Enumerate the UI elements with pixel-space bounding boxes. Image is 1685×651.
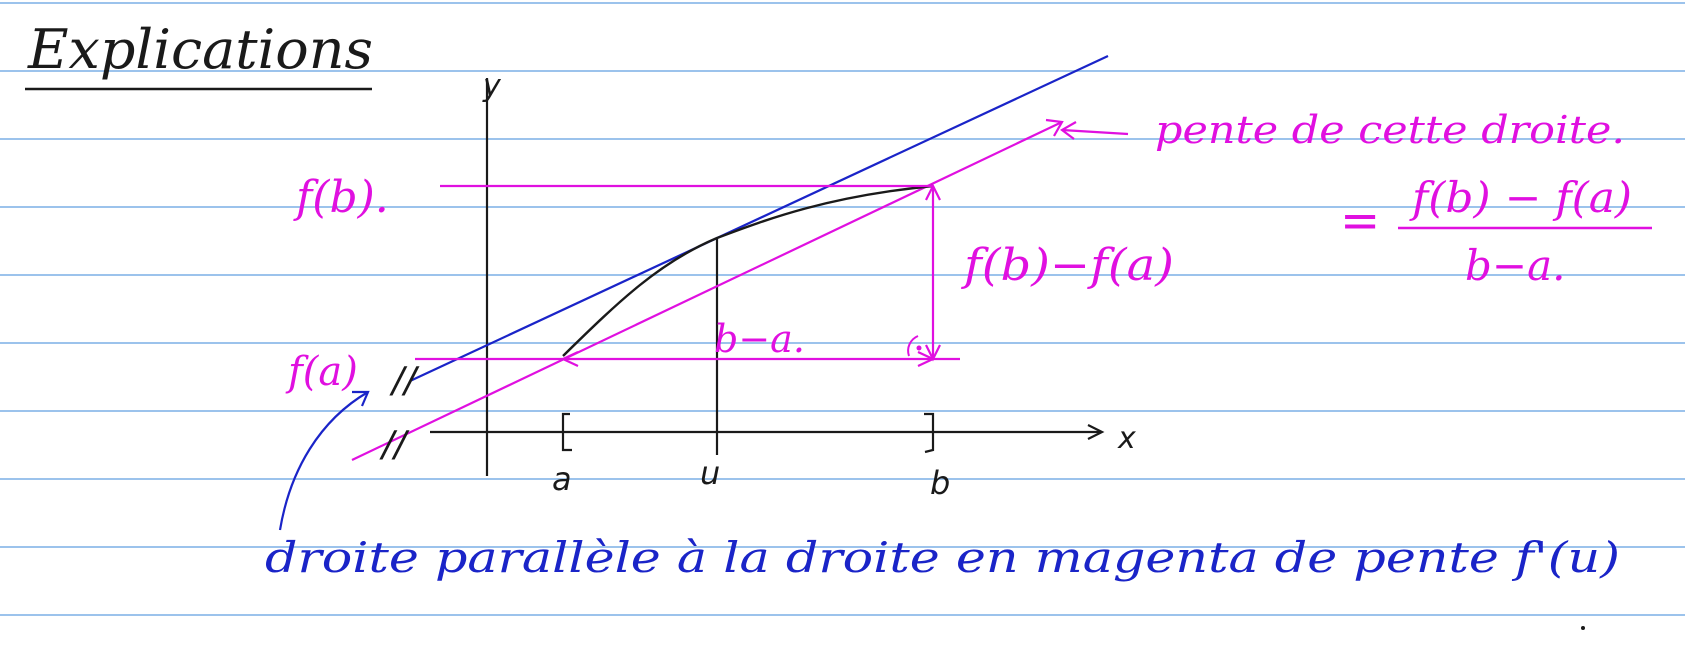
slope-note: pente de cette droite.: [1155, 108, 1625, 152]
function-curve: [562, 184, 934, 357]
parallel-note: droite parallèle à la droite en magenta …: [265, 533, 1620, 582]
rise-arrowhead-bottom: [925, 344, 941, 362]
tangent-line: [409, 55, 1109, 382]
y-axis-label: y: [482, 69, 502, 104]
stray-dot: [1581, 626, 1585, 630]
right-angle-dot: [916, 345, 922, 351]
tick-a: a: [552, 460, 572, 498]
slope-equals: =: [1340, 193, 1380, 249]
label-rise: f(b)−f(a): [961, 240, 1174, 291]
bracket-b: [924, 412, 935, 454]
parallel-mark-upper: //: [389, 360, 420, 401]
parallel-note-pointer: [278, 391, 369, 531]
secant-line: [351, 121, 1063, 461]
slope-numerator: f(b) − f(a): [1409, 173, 1632, 222]
secant-arrowhead: [1045, 118, 1064, 137]
ruled-lines: [0, 2, 1685, 616]
right-angle-mark: [907, 335, 919, 357]
x-axis-arrowhead: [1087, 424, 1105, 440]
parallel-mark-lower: //: [379, 424, 410, 465]
parallel-note-pointer-head: [352, 390, 370, 407]
bracket-a: [561, 412, 572, 452]
slope-note-pointer: [1061, 128, 1129, 136]
tick-b: b: [930, 464, 950, 502]
slope-note-pointer-head: [1060, 121, 1077, 140]
rise-arrowhead-top: [925, 183, 941, 201]
label-fa: f(a): [285, 349, 358, 395]
page-title: Explications: [27, 18, 373, 81]
run-arrowhead-left: [560, 351, 579, 367]
tick-u: u: [700, 454, 720, 492]
slope-denominator: b−a.: [1465, 241, 1565, 290]
label-run: b−a.: [714, 317, 805, 361]
label-fb: f(b).: [293, 172, 389, 223]
x-axis-label: x: [1117, 421, 1136, 456]
